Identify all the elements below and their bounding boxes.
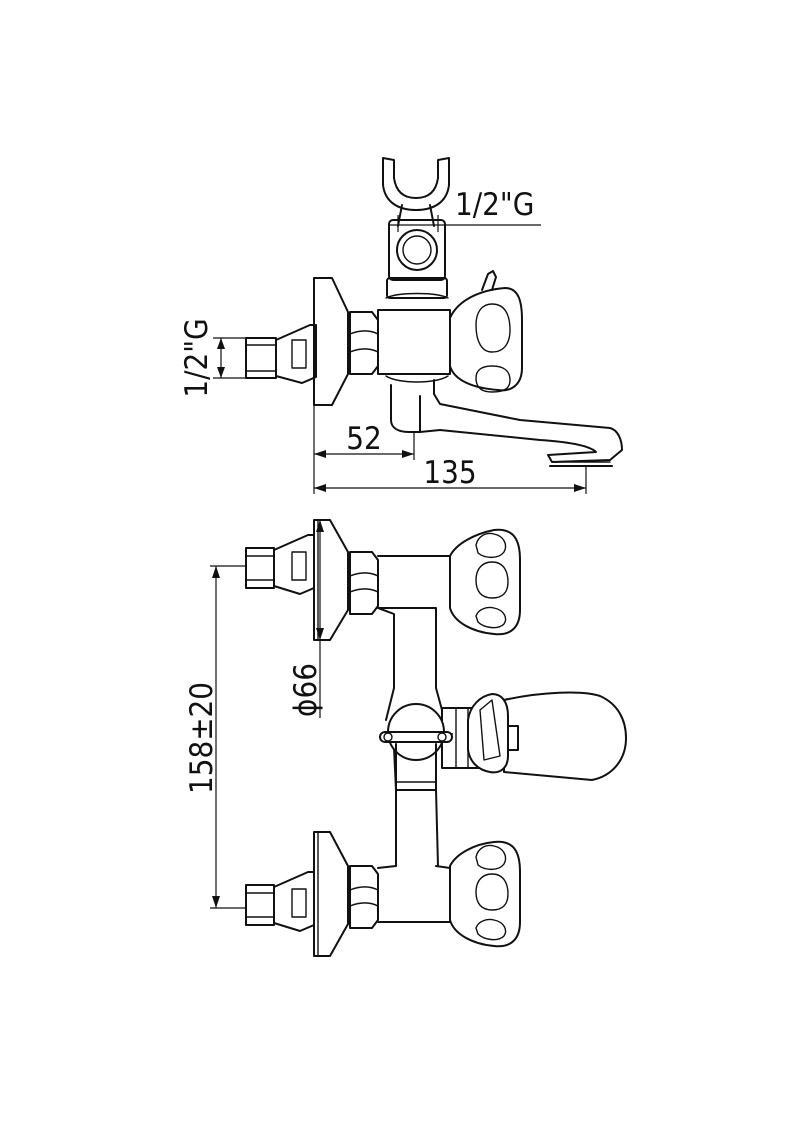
diverter-lever — [481, 270, 497, 291]
hex-nut — [349, 311, 379, 375]
dim-shower-thread-label: 1/2"G — [455, 187, 534, 223]
dim-center-distance-label: 158±20 — [184, 682, 220, 794]
spout — [390, 379, 623, 463]
dim-inlet-thread — [213, 337, 246, 379]
eccentric-connector — [275, 324, 317, 384]
shower-outlet-inner — [402, 235, 432, 265]
valve-body-front — [377, 555, 451, 923]
front-view: 158±20 ϕ66 — [184, 519, 627, 957]
dim-flange-diameter-label: ϕ66 — [288, 663, 324, 717]
shower-outlet-ring — [396, 229, 438, 271]
lower-connection — [245, 831, 521, 957]
eccentric-window — [291, 339, 307, 369]
wall-flange — [313, 277, 349, 406]
side-view: 1/2"G 1/2"G 52 135 — [179, 157, 623, 494]
dim-overall-length-label: 135 — [423, 455, 476, 491]
spout-front — [503, 691, 627, 781]
upper-nut — [349, 551, 379, 615]
dim-inlet-thread-label: 1/2"G — [179, 318, 215, 397]
diverter-and-spout — [379, 691, 627, 791]
upper-flange — [313, 519, 349, 641]
upper-handle — [449, 528, 521, 636]
inlet-nipple — [245, 337, 277, 379]
shower-hook — [382, 157, 450, 211]
lower-nipple — [245, 884, 275, 926]
dim-spout-offset — [313, 405, 415, 460]
dim-shower-thread — [389, 215, 541, 232]
shower-outlet-body — [388, 219, 446, 281]
dim-overall-length — [313, 460, 587, 494]
dim-spout-offset-label: 52 — [346, 421, 381, 457]
lower-handle — [449, 840, 521, 948]
diverter-knob-front — [467, 693, 509, 774]
valve-body-side — [377, 309, 451, 375]
lower-flange — [313, 831, 349, 957]
upper-connection — [245, 519, 521, 641]
upper-nipple — [245, 547, 275, 589]
diverter-collar — [386, 277, 448, 299]
handle-side — [449, 287, 523, 392]
hook-neck — [397, 204, 435, 227]
lower-nut — [349, 865, 379, 929]
